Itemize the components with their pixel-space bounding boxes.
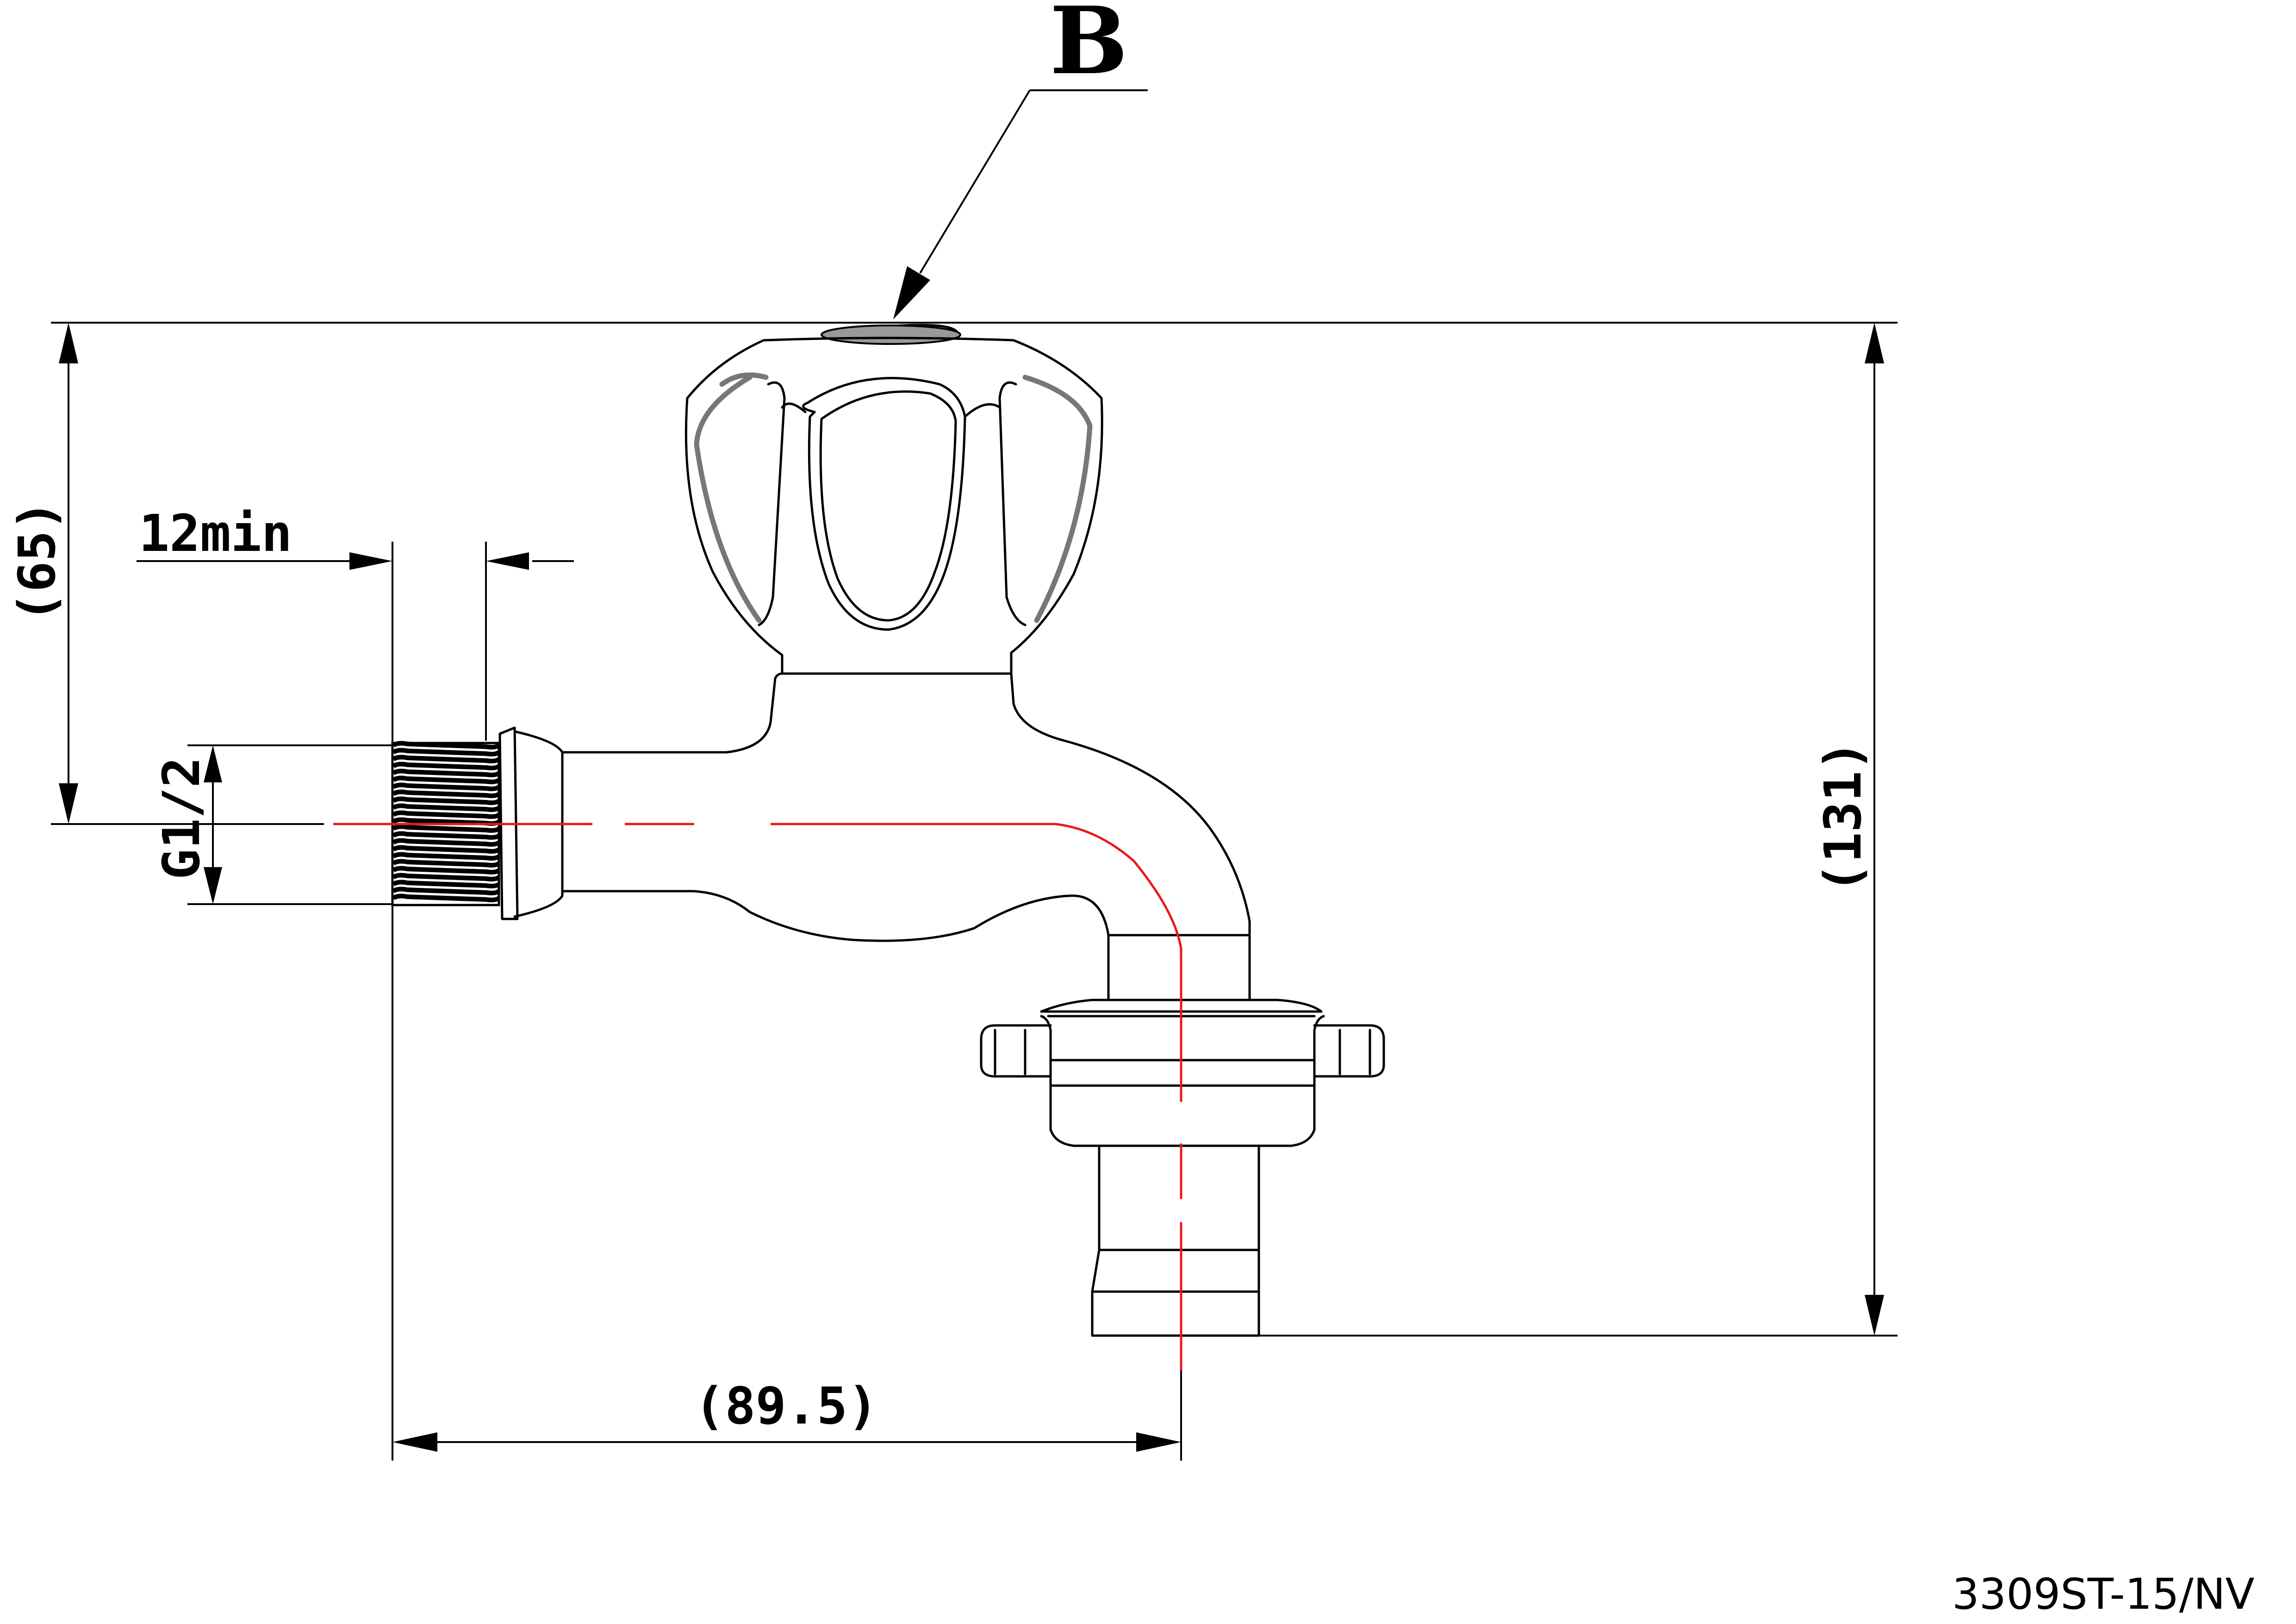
thread-ridge [392, 866, 500, 874]
thread-ridge [392, 845, 500, 854]
thread-ridge [392, 789, 500, 798]
dimension-lines [51, 89, 1898, 1461]
thread-ridge [392, 838, 500, 847]
thread-ridge [392, 796, 500, 805]
dim-thread-length: 12min [139, 504, 292, 563]
dim-spout-reach: (89.5) [694, 1376, 878, 1436]
detail-label-b: B [1050, 0, 1128, 95]
thread-ridge [392, 762, 500, 770]
dim-height-65: (65) [7, 500, 67, 623]
thread-ridge [392, 824, 500, 833]
thread-ridge [392, 880, 500, 888]
thread-ridge [392, 748, 500, 756]
thread-ridge [392, 803, 500, 812]
dim-total-height: (131) [1813, 740, 1873, 893]
thread-ridge [392, 768, 500, 777]
hose-connector [980, 999, 1385, 1337]
handle [684, 324, 1103, 675]
thread-ridge [392, 755, 500, 763]
thread-ridge [392, 831, 500, 840]
thread-ridge [392, 775, 500, 784]
thread-ridge [392, 741, 500, 750]
center-lines [333, 823, 1182, 1403]
faucet-body [498, 672, 1251, 1001]
thread-ridge [392, 893, 500, 902]
thread-ridge [392, 810, 500, 819]
model-code: 3309ST-15/NV [1952, 1569, 2254, 1619]
thread-ridge [392, 852, 500, 861]
thread-ridge [392, 859, 500, 868]
thread-ridge [392, 782, 500, 791]
thread-ridge [392, 873, 500, 881]
thread-ridge [392, 887, 500, 895]
dim-thread-size: G1/2 [152, 757, 211, 880]
dimension-labels: B 12min (89.5) (65) (131) G1/2 3309ST-15… [7, 0, 2254, 1619]
